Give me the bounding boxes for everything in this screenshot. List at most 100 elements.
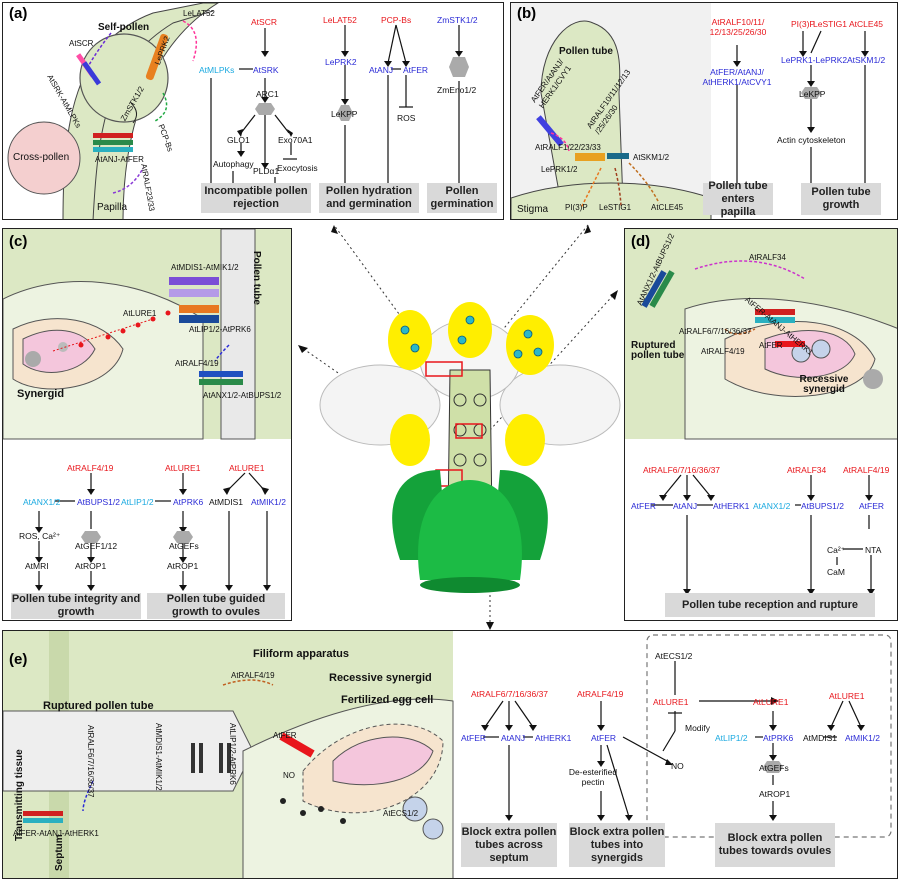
p-atscr: AtSCR (251, 17, 277, 27)
b-p-atcle45: AtCLE45 (849, 19, 884, 29)
e-p-atherk1: AtHERK1 (535, 733, 572, 743)
d-p-atfer2: AtFER (859, 501, 885, 511)
e-p-atmdis: AtMDIS1 (803, 733, 838, 743)
e-atlip: AtLIP1/2-AtPRK6 (228, 723, 237, 785)
d-p-atfer: AtFER (631, 501, 657, 511)
d-atralf6: AtRALF6/7/16/36/37 (679, 327, 752, 336)
e-p-atlure1: AtLURE1 (653, 697, 689, 707)
e-p-no: NO (671, 761, 684, 771)
papilla-label: Papilla (97, 202, 128, 213)
d-p-atanj: AtANJ (673, 501, 698, 511)
c-p-atrop1b: AtROP1 (167, 561, 199, 571)
p-zmeno: ZmEno1/2 (437, 85, 477, 95)
p-arc1: ARC1 (256, 89, 279, 99)
p-lelat52: LeLAT52 (323, 15, 357, 25)
e-atmdis: AtMDIS1-AtMIK1/2 (154, 723, 163, 791)
e-p-atecs: AtECS1/2 (655, 651, 693, 661)
e-fertilized: Fertilized egg cell (341, 694, 434, 706)
c-p-atlip: AtLIP1/2 (121, 497, 154, 507)
p-pcpbs: PCP-Bs (381, 15, 412, 25)
p-leprk2: LePRK2 (325, 57, 357, 67)
b-pi3p: PI(3)P (565, 203, 588, 212)
c-p-atbups: AtBUPS1/2 (77, 497, 120, 507)
d-p-atralf419: AtRALF4/19 (843, 465, 890, 475)
box-guided: Pollen tube guided growth to ovules (147, 593, 285, 619)
b-atskm12: AtSKM1/2 (633, 153, 670, 162)
e-ruptured: Ruptured pollen tube (43, 700, 154, 712)
box-tube-growth: Pollen tube growth (801, 183, 881, 215)
panel-e-illustration (3, 631, 892, 878)
box-into-synergids: Block extra pollen tubes into synergids (569, 823, 665, 867)
e-p-atlure1b: AtLURE1 (753, 697, 789, 707)
c-atanx: AtANX1/2-AtBUPS1/2 (203, 391, 282, 400)
c-p-atmik: AtMIK1/2 (251, 497, 286, 507)
d-p-atherk1: AtHERK1 (713, 501, 750, 511)
e-p-atlip: AtLIP1/2 (715, 733, 748, 743)
box-germination: Pollen germination (427, 183, 497, 213)
c-p-atrop1: AtROP1 (75, 561, 107, 571)
b-p-pi3p: PI(3)P (791, 19, 816, 29)
e-no: NO (283, 771, 295, 780)
d-p-atralf34: AtRALF34 (787, 465, 827, 475)
p-lekpp: LeKPP (331, 109, 358, 119)
b-stigma: Stigma (517, 204, 549, 215)
atscr-label: AtSCR (69, 39, 94, 48)
panel-e: (e) Filiform apparatus Recessive synergi… (2, 630, 898, 879)
p-atsrk: AtSRK (253, 65, 279, 75)
c-p-atralf419: AtRALF4/19 (67, 463, 114, 473)
d-p-cam: CaM (827, 567, 845, 577)
c-p-atmri: AtMRI (25, 561, 49, 571)
b-atralf1: AtRALF1/22/23/33 (535, 143, 601, 152)
c-p-atmdis: AtMDIS1 (209, 497, 244, 507)
c-p-atprk6: AtPRK6 (173, 497, 204, 507)
self-pollen-label: Self-pollen (98, 22, 150, 33)
p-atfer: AtFER (403, 65, 429, 75)
b-leprk12: LePRK1/2 (541, 165, 578, 174)
box-integrity: Pollen tube integrity and growth (11, 593, 141, 619)
p-autophagy: Autophagy (213, 159, 254, 169)
cross-pollen-label: Cross-pollen (13, 152, 70, 163)
b-p-actin: Actin cytoskeleton (777, 135, 846, 145)
d-p-nta: NTA (865, 545, 882, 555)
e-filiform: Filiform apparatus (253, 648, 349, 660)
b-p-lekpp: LeKPP (799, 89, 826, 99)
c-p-atanx: AtANX1/2 (23, 497, 61, 507)
panel-a-illustration (7, 3, 469, 219)
b-p-atfer: AtFER/AtANJ/ AtHERK1/AtCVY1 (702, 67, 772, 87)
d-atralf34: AtRALF34 (749, 253, 786, 262)
e-p-atmik: AtMIK1/2 (845, 733, 880, 743)
c-p-atlure1b: AtLURE1 (229, 463, 265, 473)
p-exocytosis: Exocytosis (277, 163, 318, 173)
e-atfer-anj: AtFER-AtANJ-AtHERK1 (13, 829, 99, 838)
panel-d-illustration (625, 229, 897, 595)
label-e: (e) (9, 651, 28, 668)
box-enters-papilla: Pollen tube enters papilla (703, 180, 773, 218)
e-p-atfer: AtFER (461, 733, 487, 743)
b-p-atralf: AtRALF10/11/ 12/13/25/26/30 (709, 17, 767, 37)
panel-d: (d) AtRALF34 AtANX1/2-AtBUPS1/2 AtFER-At… (624, 228, 898, 621)
e-p-atanj: AtANJ (501, 733, 526, 743)
e-atecs: AtECS1/2 (383, 809, 419, 818)
p-ros: ROS (397, 113, 416, 123)
d-p-atbups: AtBUPS1/2 (801, 501, 844, 511)
e-p-atfer2: AtFER (591, 733, 617, 743)
e-septum: Septum (54, 834, 65, 871)
p-atanj: AtANJ (369, 65, 394, 75)
label-b: (b) (517, 5, 537, 22)
atanj-atfer-label: AtANJ-AtFER (95, 155, 144, 164)
e-recessive: Recessive synergid (329, 672, 432, 684)
box-reception: Pollen tube reception and rupture (665, 593, 875, 617)
p-exo70a1: Exo70A1 (278, 135, 313, 145)
b-p-lestig1: LeSTIG1 (813, 19, 848, 29)
p-glo1: GLO1 (227, 135, 250, 145)
d-recessive: Recessive synergid (799, 374, 849, 395)
c-p-atgefs: AtGEFs (169, 541, 199, 551)
box-towards-ovules: Block extra pollen tubes towards ovules (715, 823, 835, 867)
b-atcle45: AtCLE45 (651, 203, 684, 212)
e-p-atralf419: AtRALF4/19 (577, 689, 624, 699)
panel-a: (a) Self-pollen Cross-pollen Papilla AtS… (2, 2, 504, 220)
c-p-atlure1a: AtLURE1 (165, 463, 201, 473)
c-pollen-tube: Pollen tube (251, 251, 262, 305)
e-p-atgefs: AtGEFs (759, 763, 789, 773)
b-p-atskm: AtSKM1/2 (847, 55, 886, 65)
